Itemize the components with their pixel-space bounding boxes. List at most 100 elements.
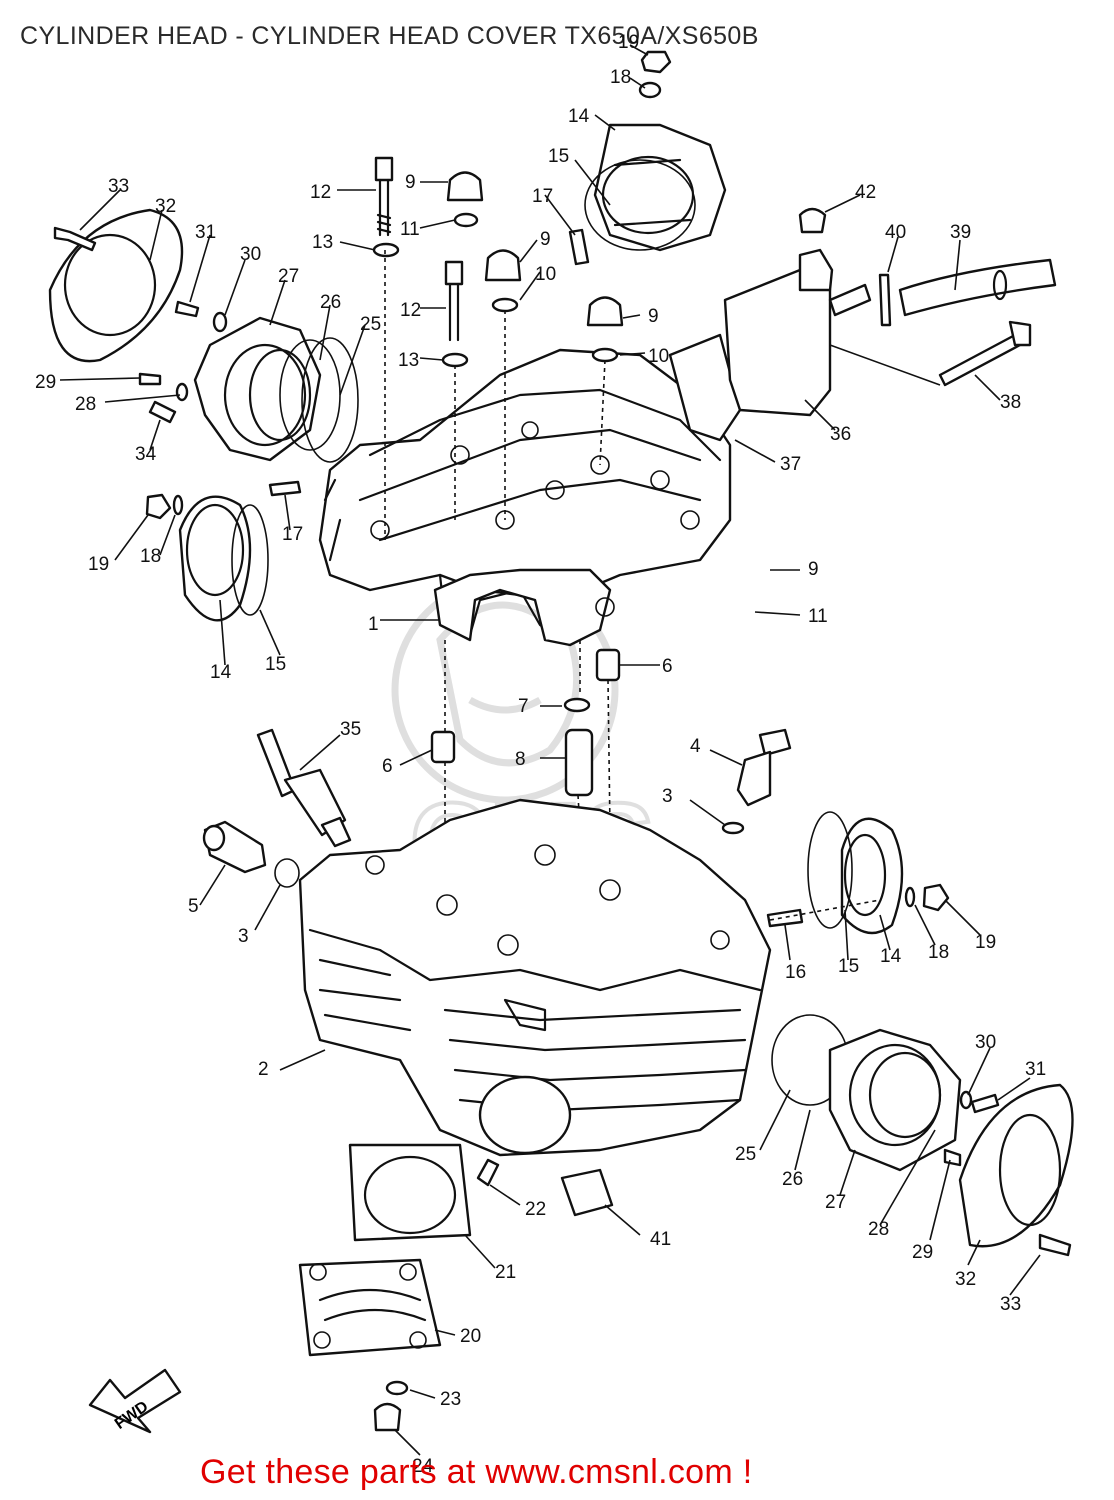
tappet-cover-right-lower[interactable]: [840, 817, 904, 935]
stud-17-left[interactable]: [268, 480, 302, 497]
callout-17: 17: [532, 186, 553, 207]
exhaust-cover-20[interactable]: [298, 1258, 442, 1357]
callout-12: 12: [310, 182, 331, 203]
callout-19: 19: [975, 932, 996, 953]
callout-27: 27: [278, 266, 299, 287]
clip-40[interactable]: [878, 273, 892, 327]
acorn-nut-9-mid[interactable]: [484, 249, 522, 313]
callout-28: 28: [868, 1219, 889, 1240]
nut-19-lower[interactable]: [922, 883, 950, 912]
breather-gasket-37[interactable]: [668, 333, 742, 442]
side-cover-32-lower[interactable]: [958, 1083, 1074, 1248]
callout-18: 18: [140, 546, 161, 567]
callout-30: 30: [975, 1032, 996, 1053]
callout-25: 25: [735, 1144, 756, 1165]
fitting-4[interactable]: [736, 728, 792, 807]
bolt-12-upper[interactable]: [374, 156, 394, 237]
o-ring-15-left[interactable]: [231, 504, 269, 616]
washer-13-lower[interactable]: [441, 352, 469, 368]
dowel-6-right[interactable]: [595, 648, 621, 682]
callout-29: 29: [35, 372, 56, 393]
washer-3-left[interactable]: [274, 858, 300, 888]
callout-33: 33: [1000, 1294, 1021, 1315]
bolt-38[interactable]: [938, 320, 1032, 387]
callout-19: 19: [618, 32, 639, 53]
callout-8: 8: [515, 749, 526, 770]
screw-29-upper[interactable]: [138, 372, 162, 386]
sleeve-8[interactable]: [564, 728, 594, 797]
stud-34[interactable]: [148, 400, 177, 424]
nut-19-top[interactable]: [638, 50, 672, 99]
callout-13: 13: [398, 350, 419, 371]
tappet-housing-27-upper[interactable]: [193, 316, 322, 462]
page-title: CYLINDER HEAD - CYLINDER HEAD COVER TX65…: [20, 22, 759, 50]
footer-link[interactable]: Get these parts at www.cmsnl.com !: [200, 1453, 753, 1491]
o-ring-25-upper[interactable]: [301, 337, 359, 463]
hose-39[interactable]: [898, 258, 1057, 317]
dowel-6-left[interactable]: [430, 730, 456, 764]
side-cover-32-upper[interactable]: [48, 208, 184, 363]
cylinder-head[interactable]: [298, 798, 772, 1157]
callout-26: 26: [782, 1169, 803, 1190]
callout-37: 37: [780, 454, 801, 475]
washer-13-upper[interactable]: [372, 242, 400, 258]
callout-labels: 19 18 14 15 33 32 31 30 27 26 25 29 28 3…: [35, 32, 1046, 1477]
callout-18: 18: [610, 67, 631, 88]
callout-15: 15: [548, 146, 569, 167]
leader-lines: [59, 44, 1041, 1456]
callout-13: 13: [312, 232, 333, 253]
callout-15: 15: [265, 654, 286, 675]
callout-17: 17: [282, 524, 303, 545]
cylinder-head-cover[interactable]: [318, 348, 732, 642]
washer-23[interactable]: [385, 1380, 409, 1396]
tappet-cover-left[interactable]: [178, 495, 252, 622]
tappet-housing-27-lower[interactable]: [828, 1028, 962, 1172]
screw-33-lower[interactable]: [1038, 1233, 1072, 1257]
screw-31-upper[interactable]: [174, 300, 200, 318]
callout-14: 14: [210, 662, 232, 683]
o-ring-upper[interactable]: [584, 159, 696, 251]
callout-10: 10: [648, 346, 669, 367]
plug-5[interactable]: [202, 820, 267, 874]
tappet-cover-upper[interactable]: [593, 123, 727, 252]
block-41[interactable]: [560, 1168, 614, 1217]
washer-18-left[interactable]: [172, 494, 184, 516]
stud-22[interactable]: [476, 1158, 500, 1187]
callout-30: 30: [240, 244, 261, 265]
cam-cap[interactable]: [433, 568, 615, 647]
washer-28-upper[interactable]: [175, 382, 189, 402]
callout-38: 38: [1000, 392, 1021, 413]
callout-34: 34: [135, 444, 157, 465]
o-ring-7[interactable]: [563, 697, 591, 713]
callout-42: 42: [855, 182, 876, 203]
screw-33-upper[interactable]: [53, 226, 97, 252]
stud-16[interactable]: [766, 908, 804, 928]
callout-41: 41: [650, 1229, 671, 1250]
screw-29-lower[interactable]: [943, 1148, 962, 1167]
o-ring-15-lower[interactable]: [807, 811, 853, 929]
gasket-21[interactable]: [348, 1143, 472, 1242]
screw-31-lower[interactable]: [970, 1093, 1000, 1114]
washer-30-lower[interactable]: [959, 1090, 973, 1110]
washer-3-right[interactable]: [721, 821, 745, 835]
callout-22: 22: [525, 1199, 546, 1220]
callout-33: 33: [108, 176, 129, 197]
spark-plug-35[interactable]: [256, 728, 352, 848]
callout-9: 9: [648, 306, 659, 327]
breather-cover-36[interactable]: [723, 248, 872, 417]
nut-19-left[interactable]: [145, 493, 172, 520]
callout-11: 11: [400, 219, 420, 240]
callout-15: 15: [838, 956, 859, 977]
washer-30-upper[interactable]: [212, 311, 228, 333]
stud-17-upper[interactable]: [568, 228, 590, 266]
nut-24[interactable]: [373, 1402, 402, 1432]
bolt-12-lower[interactable]: [444, 260, 464, 342]
callout-21: 21: [495, 1262, 516, 1283]
acorn-nut-9-upper[interactable]: [446, 171, 484, 228]
cap-42[interactable]: [798, 207, 827, 234]
callout-9: 9: [808, 559, 819, 580]
washer-18-lower[interactable]: [904, 886, 916, 908]
callout-3: 3: [238, 926, 249, 947]
callout-11: 11: [808, 606, 828, 627]
callout-4: 4: [690, 736, 701, 757]
